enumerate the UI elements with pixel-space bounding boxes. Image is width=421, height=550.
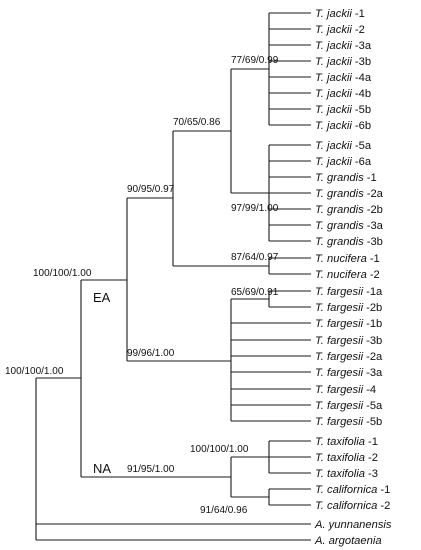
- tip-label: T. grandis-1: [315, 172, 377, 184]
- tip-label: T. jackii-1: [315, 8, 365, 20]
- support-value-fargesii-clade: 99/96/1.00: [127, 348, 175, 359]
- support-value-grandis-clade: 97/99/1.00: [231, 203, 279, 214]
- support-values: 77/69/0.99 70/65/0.86 97/99/1.00 90/95/0…: [5, 55, 279, 516]
- tip-label: T. nucifera-1: [315, 253, 380, 265]
- tip-label: T. jackii-4b: [315, 88, 371, 100]
- tip-label: T. fargesii-1a: [315, 286, 383, 298]
- support-value-ea-na: 100/100/1.00: [33, 268, 92, 279]
- internal-branches: [35, 13, 270, 540]
- tip-label: T. jackii-5b: [315, 104, 371, 116]
- support-value-nucifera: 87/64/0.97: [231, 252, 279, 263]
- support-value-ea-core: 90/95/0.97: [127, 184, 175, 195]
- tip-label: T. jackii-3b: [315, 56, 371, 68]
- support-value-root: 100/100/1.00: [5, 366, 64, 377]
- tip-label: T. grandis-3a: [315, 220, 384, 232]
- tip-label: T. grandis-2b: [315, 204, 383, 216]
- support-value-taxifolia: 100/100/1.00: [190, 444, 249, 455]
- tip-label: A. argotaenia: [314, 535, 382, 547]
- tip-label: T. taxifolia-1: [315, 436, 378, 448]
- tip-label: T. nucifera-2: [315, 269, 380, 281]
- support-value-na-clade: 91/95/1.00: [127, 464, 175, 475]
- tip-label: T. taxifolia-3: [315, 468, 378, 480]
- tip-label: T. fargesii-4: [315, 384, 376, 396]
- tip-label: T. fargesii-2a: [315, 351, 383, 363]
- tip-label: T. grandis-3b: [315, 236, 383, 248]
- region-label-na: NA: [93, 461, 111, 476]
- tip-label: A. yunnanensis: [314, 519, 392, 531]
- tip-label: T. taxifolia-2: [315, 452, 378, 464]
- tip-label: T. californica-1: [315, 484, 390, 496]
- tip-label: T. fargesii-3b: [315, 335, 382, 347]
- tip-label: T. jackii-4a: [315, 72, 372, 84]
- tip-label: T. fargesii-5a: [315, 400, 383, 412]
- tip-label: T. jackii-2: [315, 24, 365, 36]
- tip-label: T. jackii-6b: [315, 120, 371, 132]
- tip-label: T. jackii-6a: [315, 156, 372, 168]
- tip-label: T. jackii-3a: [315, 40, 372, 52]
- tip-label: T. fargesii-3a: [315, 367, 383, 379]
- region-label-ea: EA: [93, 290, 111, 305]
- tip-label: T. fargesii-5b: [315, 416, 382, 428]
- tip-labels: T. jackii-1 T. jackii-2 T. jackii-3a T. …: [314, 8, 392, 547]
- support-value-californica: 91/64/0.96: [200, 505, 248, 516]
- tip-label: T. grandis-2a: [315, 188, 384, 200]
- support-value-jackii-clade: 77/69/0.99: [231, 55, 279, 66]
- tip-label: T. jackii-5a: [315, 140, 372, 152]
- tip-label: T. fargesii-2b: [315, 302, 382, 314]
- support-value-fargesii-inner: 65/69/0.91: [231, 287, 279, 298]
- tip-label: T. fargesii-1b: [315, 318, 382, 330]
- support-value-jackii-grandis: 70/65/0.86: [173, 117, 221, 128]
- tip-branches: [36, 12, 311, 541]
- tip-label: T. californica-2: [315, 500, 390, 512]
